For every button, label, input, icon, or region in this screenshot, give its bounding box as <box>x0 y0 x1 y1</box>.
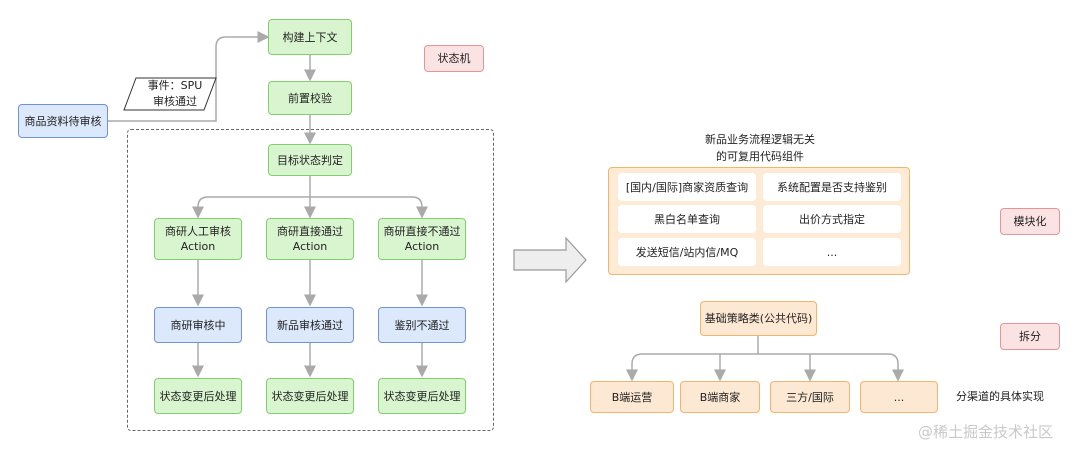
big-right-arrow-icon <box>513 236 587 284</box>
channel-node: B端商家 <box>680 381 760 413</box>
footer-watermark: @稀土掘金技术社区 <box>918 423 1054 441</box>
component-item: 出价方式指定 <box>763 205 901 233</box>
component-item: [国内/国际]商家资质查询 <box>618 173 756 201</box>
state-node: 商研审核中 <box>154 307 242 343</box>
event-shape <box>123 77 217 111</box>
channel-node: ... <box>860 381 938 413</box>
state-node: 新品审核通过 <box>266 307 354 343</box>
pre-check-node: 前置校验 <box>268 81 352 115</box>
split-note: 分渠道的具体实现 <box>956 390 1044 403</box>
component-item: ... <box>763 238 901 266</box>
component-item: 发送短信/站内信/MQ <box>618 238 756 266</box>
event-label: 事件：SPU 审核通过 <box>147 79 203 108</box>
action-node: 商研人工审核 Action <box>154 218 242 260</box>
modular-tag: 模块化 <box>1000 208 1060 235</box>
action-node: 商研直接通过 Action <box>266 218 354 260</box>
post-process-node: 状态变更后处理 <box>154 378 242 414</box>
component-item: 黑白名单查询 <box>618 205 756 233</box>
state-node: 鉴别不通过 <box>378 307 466 343</box>
target-state-node: 目标状态判定 <box>268 144 352 176</box>
post-process-node: 状态变更后处理 <box>266 378 354 414</box>
component-item: 系统配置是否支持鉴别 <box>763 173 901 201</box>
split-tag-label: 拆分 <box>1019 330 1041 343</box>
channel-node: 三方/国际 <box>770 381 850 413</box>
state-machine-tag-label: 状态机 <box>437 52 471 65</box>
action-node: 商研直接不通过 Action <box>378 218 466 260</box>
start-node: 商品资料待审核 <box>18 104 108 138</box>
target-state-label: 目标状态判定 <box>277 153 343 167</box>
pre-check-label: 前置校验 <box>288 91 332 105</box>
build-context-label: 构建上下文 <box>282 30 338 44</box>
modular-tag-label: 模块化 <box>1013 215 1047 228</box>
base-strategy-node: 基础策略类(公共代码) <box>700 301 817 336</box>
channel-node: B端运营 <box>590 381 674 413</box>
arrows <box>108 31 904 382</box>
split-tag: 拆分 <box>1000 323 1060 350</box>
state-machine-tag: 状态机 <box>424 45 484 72</box>
post-process-node: 状态变更后处理 <box>378 378 466 414</box>
build-context-node: 构建上下文 <box>268 19 352 55</box>
state-machine-group <box>127 129 494 431</box>
modular-title: 新品业务流程逻辑无关 的可复用代码组件 <box>705 133 815 163</box>
start-label: 商品资料待审核 <box>24 114 102 128</box>
